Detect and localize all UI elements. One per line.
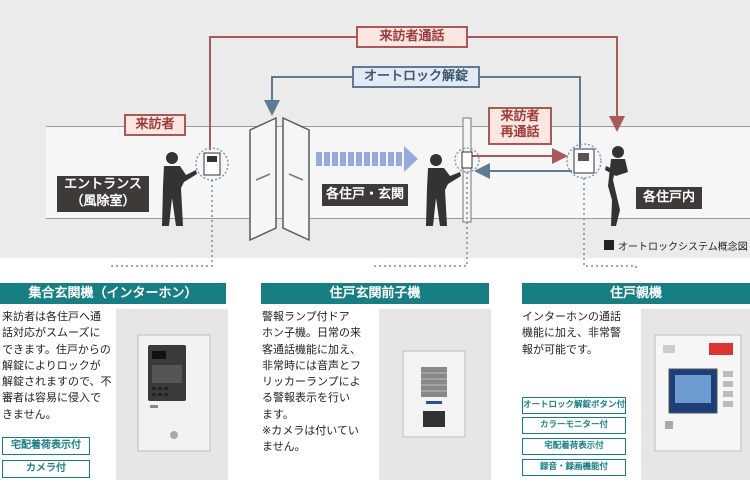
- diagram-caption: オートロックシステム概念図: [618, 242, 748, 253]
- door-station-illustration: [402, 350, 466, 438]
- feature-delivery-indicator: 宅配着荷表示付: [2, 437, 90, 455]
- feature-camera: カメラ付: [2, 460, 90, 478]
- entrance-label: エントランス （風除室）: [57, 176, 149, 212]
- connector-door: [374, 172, 468, 270]
- device-title-indoor-monitor: 住戸親機: [522, 283, 750, 304]
- resident-visitor-silhouette: [426, 154, 461, 226]
- indoor-monitor-illustration: [654, 334, 742, 452]
- autolock-release-label: オートロック解錠: [352, 66, 480, 88]
- visitor-call-label: 来訪者通話: [356, 26, 468, 48]
- device-title-entrance-panel: 集合玄関機（インターホン）: [0, 283, 226, 304]
- unit-entrance-label: 各住戸・玄関: [322, 184, 408, 206]
- door-device-highlight: [454, 147, 480, 173]
- door-station-photo: [379, 309, 491, 480]
- indoor-device-highlight: [566, 143, 602, 179]
- device-description-indoor-monitor: インターホンの通話 機能に加え、非常警 報が可能です。: [522, 310, 621, 356]
- device-description-door-station: 警報ランプ付ドア ホン子機。日常の来 客通話機能に加え、 非常時には音声とフ リ…: [262, 310, 361, 454]
- visitor-silhouette: [162, 152, 197, 226]
- indoor-monitor-photo: [641, 309, 750, 480]
- device-description-entrance-panel: 来訪者は各住戸へ通 話対応がスムーズに できます。住戸からの 解錠によりロックが…: [2, 310, 112, 421]
- device-title-door-station: 住戸玄関前子機: [261, 283, 489, 304]
- caption-square-icon: [604, 240, 614, 250]
- unit-interior-label: 各住戸内: [636, 187, 702, 209]
- visitor-label: 来訪者: [124, 114, 186, 136]
- walk-arrow: [316, 146, 418, 172]
- door-pillar: [462, 117, 472, 223]
- diagram-lines: [111, 36, 637, 270]
- feature-autolock-button: オートロック解錠ボタン付: [522, 397, 626, 414]
- entrance-panel-illustration: [137, 334, 211, 452]
- revisitor-call-label: 来訪者 再通話: [488, 107, 552, 145]
- feature-color-monitor: カラーモニター付: [522, 417, 626, 434]
- entrance-panel-photo: [116, 309, 228, 480]
- feature-recording: 録音・録画機能付: [522, 459, 626, 476]
- feature-delivery-indicator-2: 宅配着荷表示付: [522, 438, 626, 455]
- connector-entrance: [111, 180, 213, 270]
- resident-silhouette: [605, 146, 628, 226]
- glass-door: [249, 116, 310, 242]
- door-station-device: [461, 151, 473, 169]
